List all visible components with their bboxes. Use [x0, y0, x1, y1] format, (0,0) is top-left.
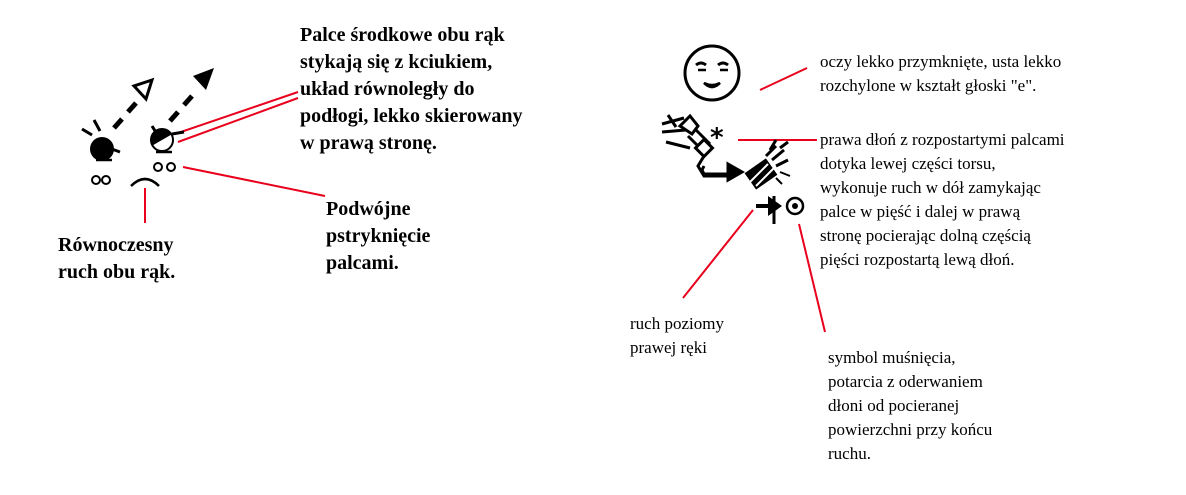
leader-line-snap [182, 166, 326, 197]
left-panel: Palce środkowe obu rąk stykają się z kci… [58, 24, 523, 283]
horizontal-arrow-icon [756, 196, 782, 224]
outlined-arrowhead-icon [131, 77, 155, 102]
leader-line-fingers-2 [177, 97, 299, 143]
hand-movement-description: prawa dłoń z rozpostartymi palcami dotyk… [820, 130, 1065, 269]
leader-line-face [759, 67, 808, 91]
right-leader-lines [682, 67, 826, 333]
brush-symbol-description: symbol muśnięcia, potarcia z oderwaniem … [828, 348, 993, 463]
open-hand-icon [661, 113, 715, 159]
fingers-description: Palce środkowe obu rąk stykają się z kci… [300, 24, 523, 154]
right-panel: * [610, 0, 1186, 495]
contact-asterisk-icon: * [710, 123, 724, 153]
left-hand-symbol [81, 77, 155, 185]
simultaneous-arc-icon [130, 177, 160, 187]
horizontal-movement-label: ruch poziomy prawej ręki [630, 314, 724, 357]
right-sign-diagram: * [661, 44, 826, 333]
left-leader-lines [144, 91, 326, 223]
filled-hand-circle-icon [90, 137, 114, 161]
leader-line-horizontal [682, 209, 754, 299]
right-hand-symbol [150, 68, 214, 172]
brush-symbol-icon [785, 196, 805, 216]
movement-path-symbol [696, 155, 746, 183]
fist-hand-icon [744, 139, 791, 190]
leader-line-fingers-1 [174, 91, 299, 135]
left-sign-diagram [81, 68, 326, 223]
filled-arrowhead-icon [193, 68, 214, 90]
face-symbol-icon [683, 44, 741, 102]
leader-line-brush [798, 223, 826, 333]
double-snap-label: Podwójne pstryknięcie palcami. [326, 198, 431, 274]
face-description: oczy lekko przymknięte, usta lekko rozch… [820, 52, 1062, 95]
simultaneous-movement-label: Równoczesny ruch obu rąk. [58, 234, 176, 283]
